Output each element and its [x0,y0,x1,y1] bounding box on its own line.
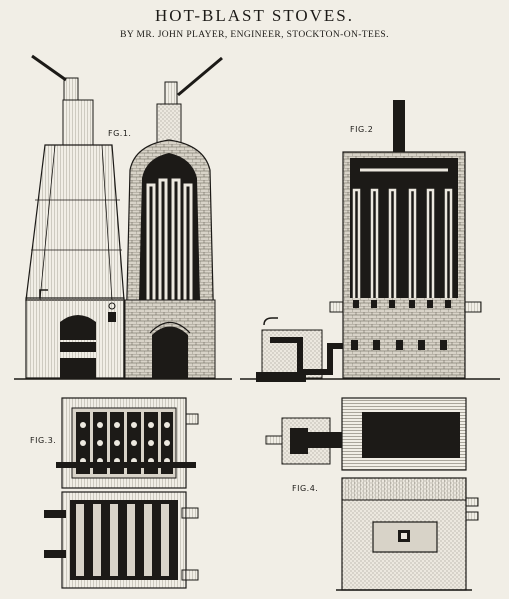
fig3-label: FIG.3. [30,436,56,445]
fig2-label: FIG.2 [350,125,373,134]
fig2-section-stove [256,100,482,382]
fig3-plan [44,397,199,589]
fig1-section-stove [124,56,223,379]
fig4-plan [265,397,479,591]
page-subtitle: BY MR. JOHN PLAYER, ENGINEER, STOCKTON-O… [120,30,389,40]
fig1-exterior-stove [25,54,125,379]
fig4-label: FIG.4. [292,484,318,493]
fig1-label: FG.1. [108,129,131,138]
page-title: HOT-BLAST STOVES. [155,6,354,25]
